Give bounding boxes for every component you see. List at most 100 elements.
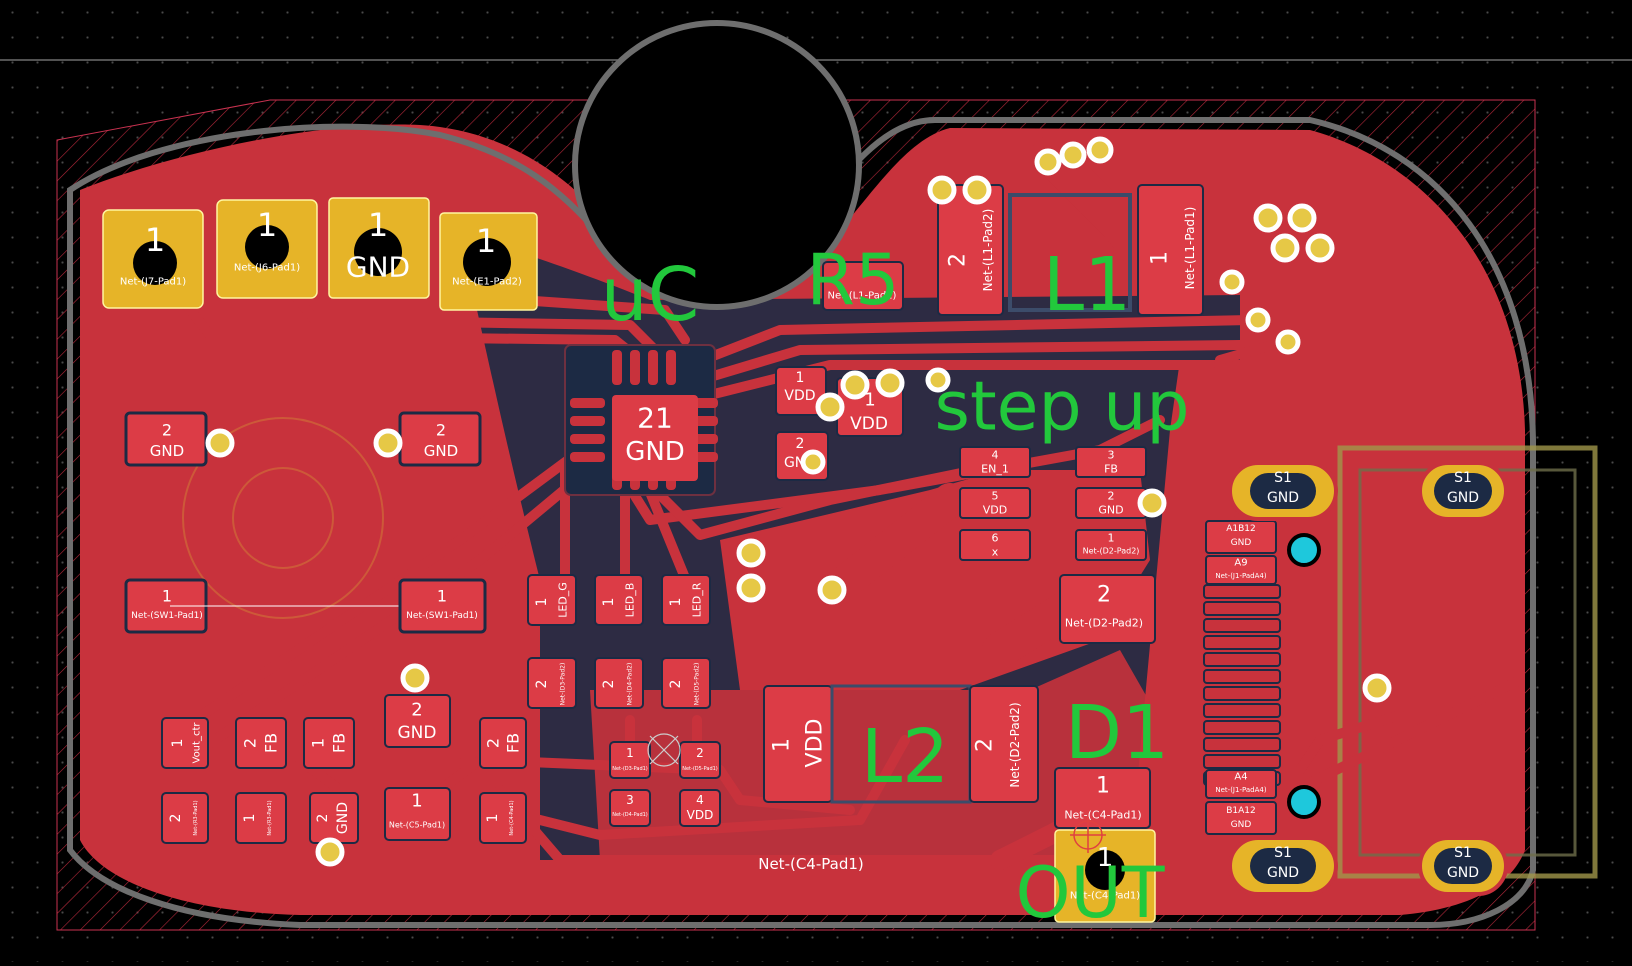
pad-net-label: Net-(L1-Pad1) bbox=[1183, 207, 1197, 290]
pad-d2-2[interactable]: 2 Net-(D2-Pad2) bbox=[1059, 574, 1156, 644]
pad-net-label: GND bbox=[424, 442, 458, 460]
pad-number: 1 bbox=[368, 206, 388, 244]
pad-net-label: Net-(R3-Pad1) bbox=[193, 800, 199, 835]
pad-net-label: Net-(R3-Pad1) bbox=[267, 800, 273, 835]
pad-number: 1 bbox=[668, 598, 684, 607]
pad-usb-b1a12[interactable]: B1A12 GND bbox=[1205, 801, 1277, 835]
pad-number: A1B12 bbox=[1226, 524, 1256, 534]
pad-sw-right-1[interactable]: 1 Net-(SW1-Pad1) bbox=[398, 578, 487, 634]
pad-out[interactable]: 1 Net-(C4-Pad1) bbox=[1054, 829, 1156, 923]
pad-net-label: Net-(D2-Pad2) bbox=[1008, 702, 1022, 787]
track-net-label: Net-(C4-Pad1) bbox=[758, 855, 864, 873]
pad-rgb-3[interactable]: 3 Net-(D4-Pad1) bbox=[609, 789, 651, 827]
pad-ic-2[interactable]: 2 GND bbox=[1075, 487, 1147, 519]
pad-gnd-connector[interactable]: 1 GND bbox=[328, 197, 430, 299]
pad-number: 1 bbox=[162, 587, 172, 606]
mount-hole-outline bbox=[572, 20, 862, 310]
pad-rgb-1[interactable]: 1 Net-(D3-Pad1) bbox=[609, 741, 651, 779]
l1-body-outline bbox=[1008, 193, 1132, 312]
pad-led-g2[interactable]: 2 Net-(D3-Pad2) bbox=[527, 657, 577, 709]
pad-net-label: GND bbox=[1267, 490, 1299, 506]
usb-plated-hole bbox=[1287, 533, 1321, 567]
pad-number: 1 bbox=[145, 221, 165, 259]
pad-rgb-2[interactable]: 2 Net-(D5-Pad1) bbox=[679, 741, 721, 779]
pad-fb-b[interactable]: 1 FB bbox=[303, 717, 355, 769]
pad-net-label: Net-(J6-Pad1) bbox=[234, 263, 300, 274]
pad-sw-right-gnd[interactable]: 2 GND bbox=[398, 411, 482, 467]
pad-number: 6 bbox=[992, 532, 999, 545]
pad-net-label: Net-(J1-PadA4) bbox=[1215, 572, 1266, 580]
pad-number: 1 bbox=[534, 598, 550, 607]
pad-net-label: VDD bbox=[784, 388, 815, 404]
pad-ic-4[interactable]: 4 EN_1 bbox=[959, 446, 1031, 478]
pad-led-r[interactable]: 1 LED_R bbox=[661, 574, 711, 626]
pad-led-g[interactable]: 1 LED_G bbox=[527, 574, 577, 626]
pad-number: 1 bbox=[864, 390, 875, 411]
pad-s1-top-right[interactable]: S1 GND bbox=[1418, 461, 1508, 521]
pad-vout-ctr[interactable]: 1 Vout_ctr bbox=[161, 717, 209, 769]
pad-net-label: Net-(D2-Pad2) bbox=[1065, 617, 1143, 630]
pad-sw-left-gnd[interactable]: 2 GND bbox=[124, 411, 208, 467]
pad-c4-1[interactable]: 1 Net-(C4-Pad1) bbox=[479, 792, 527, 844]
pad-l1-2[interactable]: 2 Net-(L1-Pad2) bbox=[937, 184, 1004, 316]
pad-ic-6[interactable]: 6 x bbox=[959, 529, 1031, 561]
pad-r5[interactable]: Net-(L1-Pad2) bbox=[822, 261, 904, 311]
pad-rgb-4[interactable]: 4 VDD bbox=[679, 789, 721, 827]
pad-net-label: Net-(SW1-Pad1) bbox=[406, 611, 478, 621]
pad-number: 1 bbox=[309, 738, 328, 748]
pad-net-label: VDD bbox=[803, 719, 828, 768]
pad-net-label: Net-(L1-Pad2) bbox=[828, 291, 897, 302]
pad-number: 1 bbox=[437, 587, 447, 606]
pad-j6[interactable]: 1 Net-(J6-Pad1) bbox=[216, 199, 318, 299]
pad-ic-1[interactable]: 1 Net-(D2-Pad2) bbox=[1075, 529, 1147, 561]
pad-number: 1 bbox=[601, 598, 617, 607]
pad-number: 2 bbox=[1097, 583, 1111, 608]
pad-net-label: Vout_ctr bbox=[192, 722, 203, 764]
pad-number: S1 bbox=[1454, 845, 1472, 861]
pad-l1-1[interactable]: 1 Net-(L1-Pad1) bbox=[1137, 184, 1204, 316]
pad-e1[interactable]: 1 Net-(E1-Pad2) bbox=[439, 212, 538, 311]
pad-number: 1 bbox=[1108, 532, 1115, 545]
pad-number: 2 bbox=[315, 814, 331, 823]
pad-fb-a[interactable]: 2 FB bbox=[235, 717, 287, 769]
pad-l2-2[interactable]: 2 Net-(D2-Pad2) bbox=[969, 685, 1039, 803]
crosshair-marker bbox=[1070, 817, 1106, 853]
pad-uc-center[interactable]: 21 GND bbox=[612, 395, 698, 481]
pad-ic-3[interactable]: 3 FB bbox=[1075, 446, 1147, 478]
pad-net-label: Net-(J7-Pad1) bbox=[120, 277, 186, 288]
pad-fb-c[interactable]: 2 FB bbox=[479, 717, 527, 769]
pad-number: 1 bbox=[242, 814, 258, 823]
pad-bl-2[interactable]: 2 Net-(R3-Pad1) bbox=[161, 792, 209, 844]
pad-number: 2 bbox=[668, 680, 684, 689]
pad-j7[interactable]: 1 Net-(J7-Pad1) bbox=[102, 209, 204, 309]
pad-usb-a9[interactable]: A9 Net-(J1-PadA4) bbox=[1205, 555, 1277, 585]
pad-led-b2[interactable]: 2 Net-(D4-Pad2) bbox=[594, 657, 644, 709]
pad-led-r2[interactable]: 2 Net-(D5-Pad2) bbox=[661, 657, 711, 709]
pad-cs-1[interactable]: 1 Net-(C5-Pad1) bbox=[384, 787, 451, 841]
pad-usb-a4[interactable]: A4 Net-(J1-PadA4) bbox=[1205, 769, 1277, 799]
pad-net-label: LED_B bbox=[624, 583, 637, 618]
pad-bl-gnd[interactable]: 2 GND bbox=[309, 792, 359, 844]
pad-led-b[interactable]: 1 LED_B bbox=[594, 574, 644, 626]
pad-s1-top-left[interactable]: S1 GND bbox=[1228, 461, 1338, 521]
pad-s1-bottom-right[interactable]: S1 GND bbox=[1418, 836, 1508, 896]
pad-number: 4 bbox=[696, 793, 704, 807]
pad-number: A4 bbox=[1234, 772, 1247, 783]
pad-net-label: Net-(D5-Pad1) bbox=[682, 766, 718, 772]
pad-sw-left-1[interactable]: 1 Net-(SW1-Pad1) bbox=[124, 578, 208, 634]
pad-bl-1[interactable]: 1 Net-(R3-Pad1) bbox=[235, 792, 287, 844]
pad-net-label: LED_R bbox=[691, 582, 704, 617]
pad-net-label: GND bbox=[398, 723, 437, 743]
pad-number: 1 bbox=[770, 738, 795, 752]
pad-d1-1[interactable]: 1 Net-(C4-Pad1) bbox=[1054, 767, 1151, 829]
pad-usb-a1b12[interactable]: A1B12 GND bbox=[1205, 520, 1277, 554]
silk-r5: R5 bbox=[806, 239, 899, 321]
pad-l2-1[interactable]: 1 VDD bbox=[763, 685, 833, 803]
pad-gnd-mid[interactable]: 2 GND bbox=[384, 694, 451, 748]
pad-s1-bottom-left[interactable]: S1 GND bbox=[1228, 836, 1338, 896]
pad-cap-vdd-a[interactable]: 1 VDD bbox=[775, 366, 827, 416]
rgb-cross-mark bbox=[647, 733, 681, 767]
pad-ic-5[interactable]: 5 VDD bbox=[959, 487, 1031, 519]
